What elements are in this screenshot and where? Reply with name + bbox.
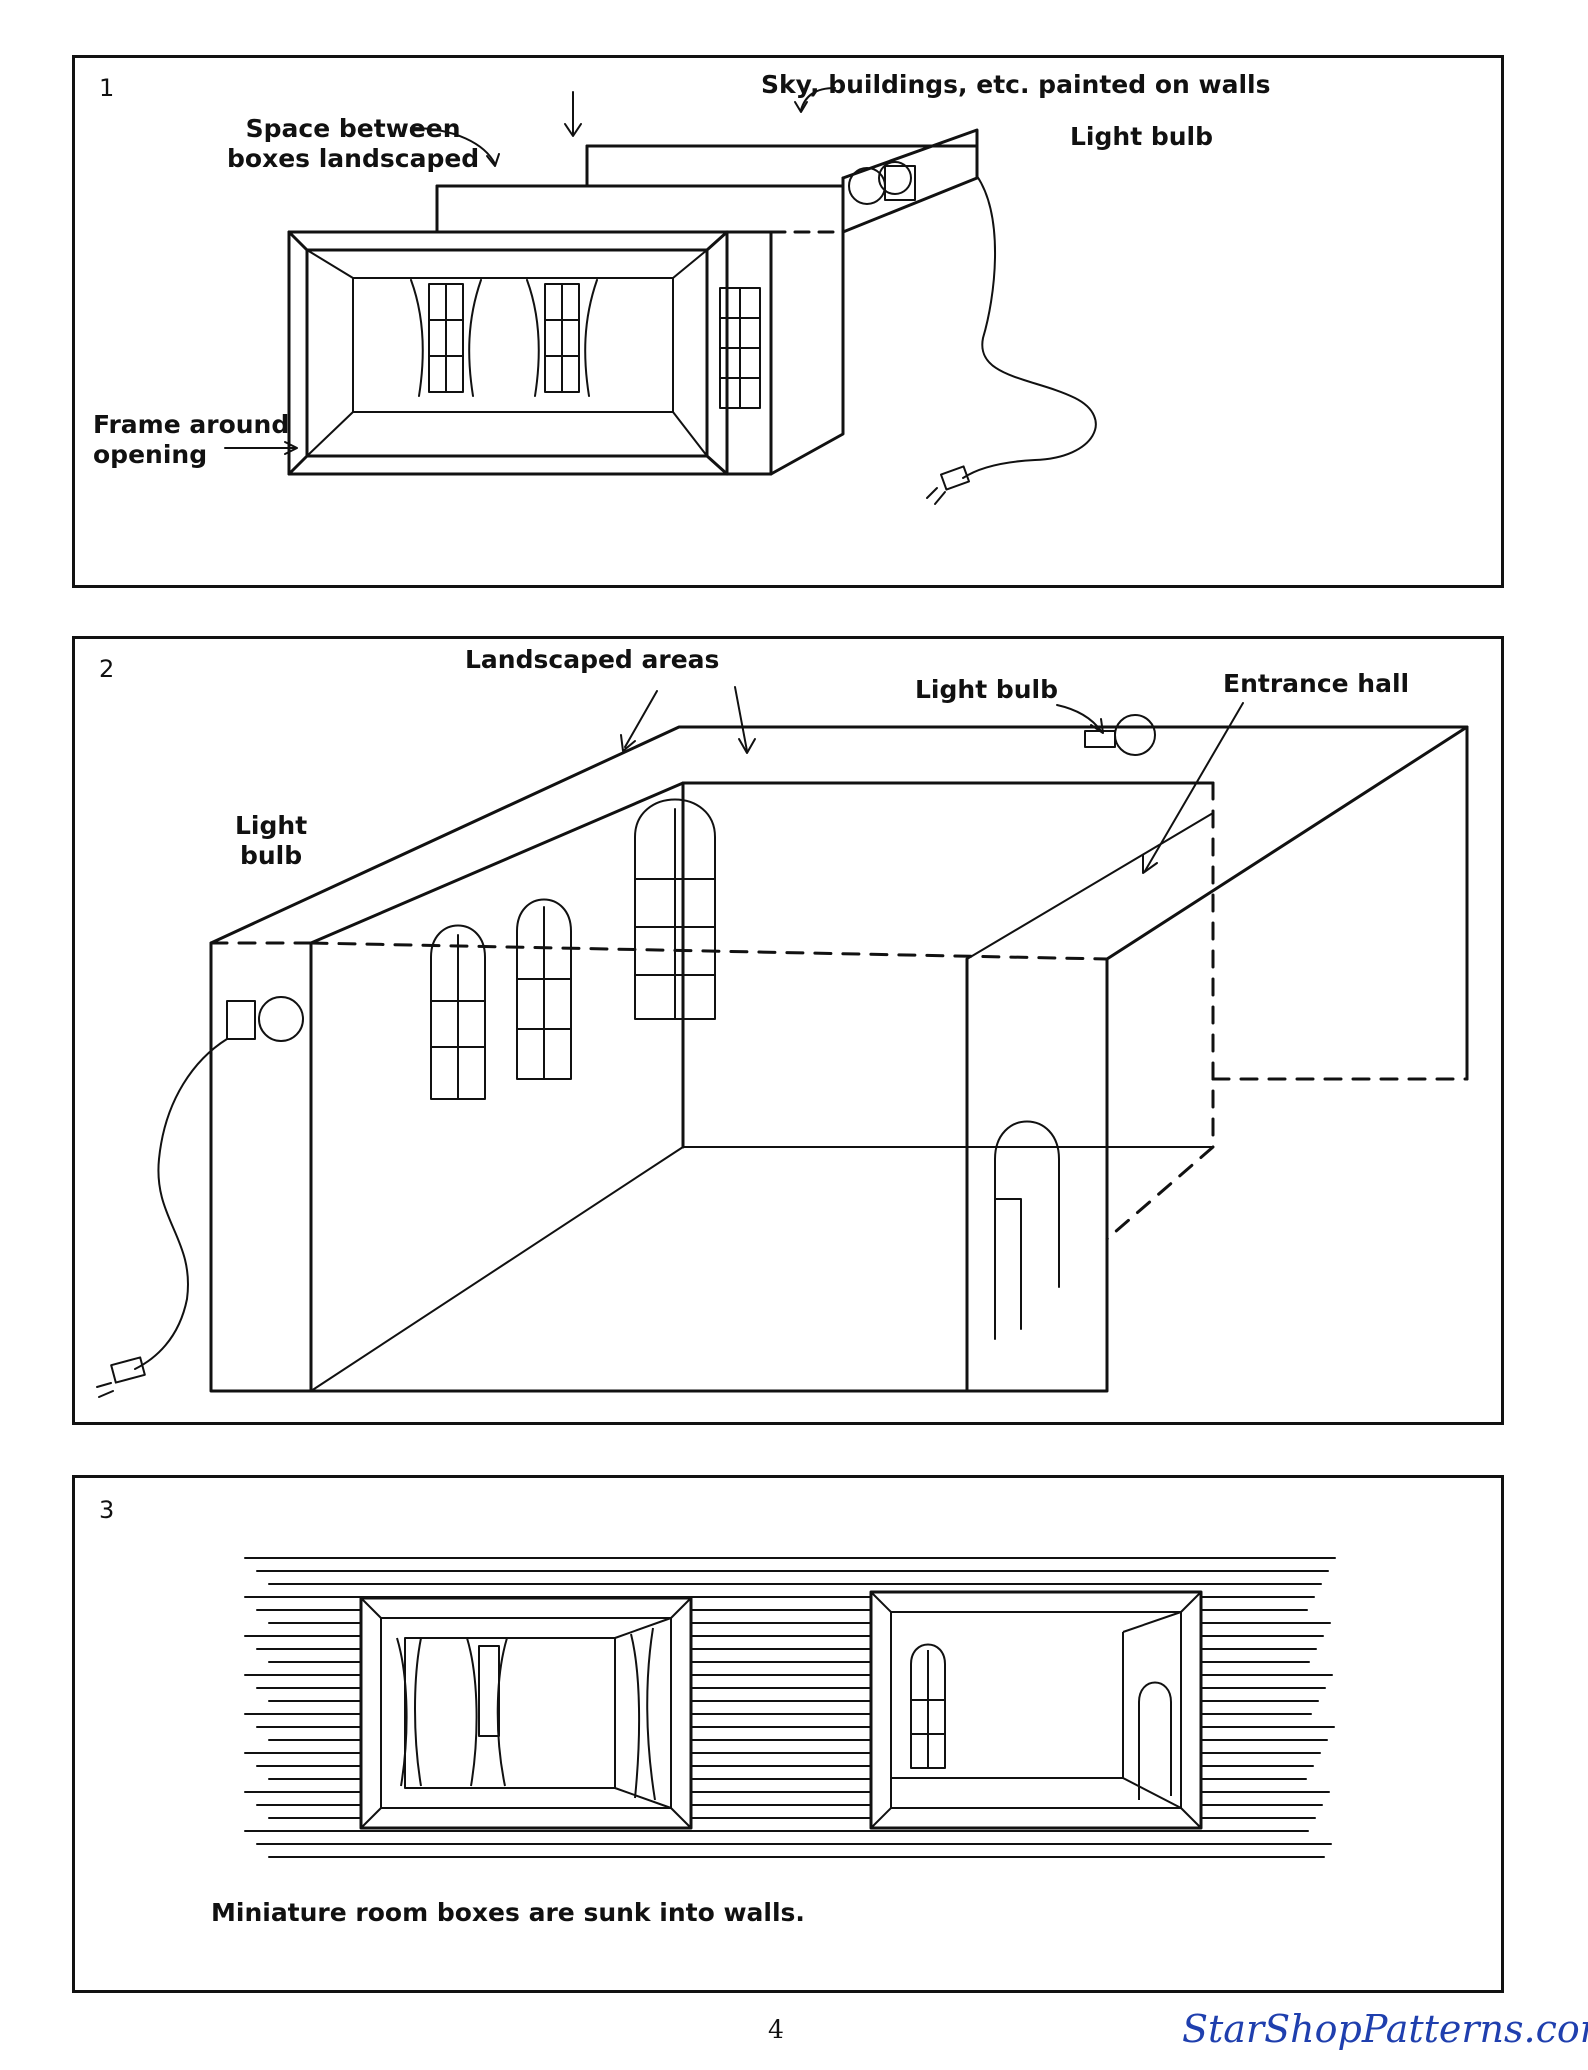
wall-niches-illustration [75,1478,1504,1993]
site-link[interactable]: StarShopPatterns.com [1182,2007,1588,2051]
figure-panel-3: 3 Miniature room boxes are sunk into wal… [72,1475,1504,1993]
figure-panel-1: 1 Sky, buildings, etc. painted on walls … [72,55,1504,588]
page-number: 4 [768,2015,784,2044]
figure-panel-2: 2 Landscaped areas Light bulb Entrance h… [72,636,1504,1425]
label-sky-painted: Sky, buildings, etc. painted on walls [761,70,1271,99]
label-space-between: Space between boxes landscaped [227,114,480,173]
panel-number: 2 [99,655,115,683]
label-entrance-hall: Entrance hall [1223,669,1410,698]
label-landscaped-areas: Landscaped areas [465,645,720,674]
label-light-bulb: Light bulb [1070,122,1214,151]
room-box-illustration-2 [75,639,1504,1425]
label-frame-opening: Frame around opening [93,410,290,469]
panel-number: 1 [99,74,115,102]
panel-number: 3 [99,1496,115,1524]
label-light-bulb-top: Light bulb [915,675,1059,704]
caption: Miniature room boxes are sunk into walls… [211,1898,805,1927]
room-box-illustration-1 [75,58,1504,588]
label-light-bulb-left: Light bulb [235,811,308,870]
